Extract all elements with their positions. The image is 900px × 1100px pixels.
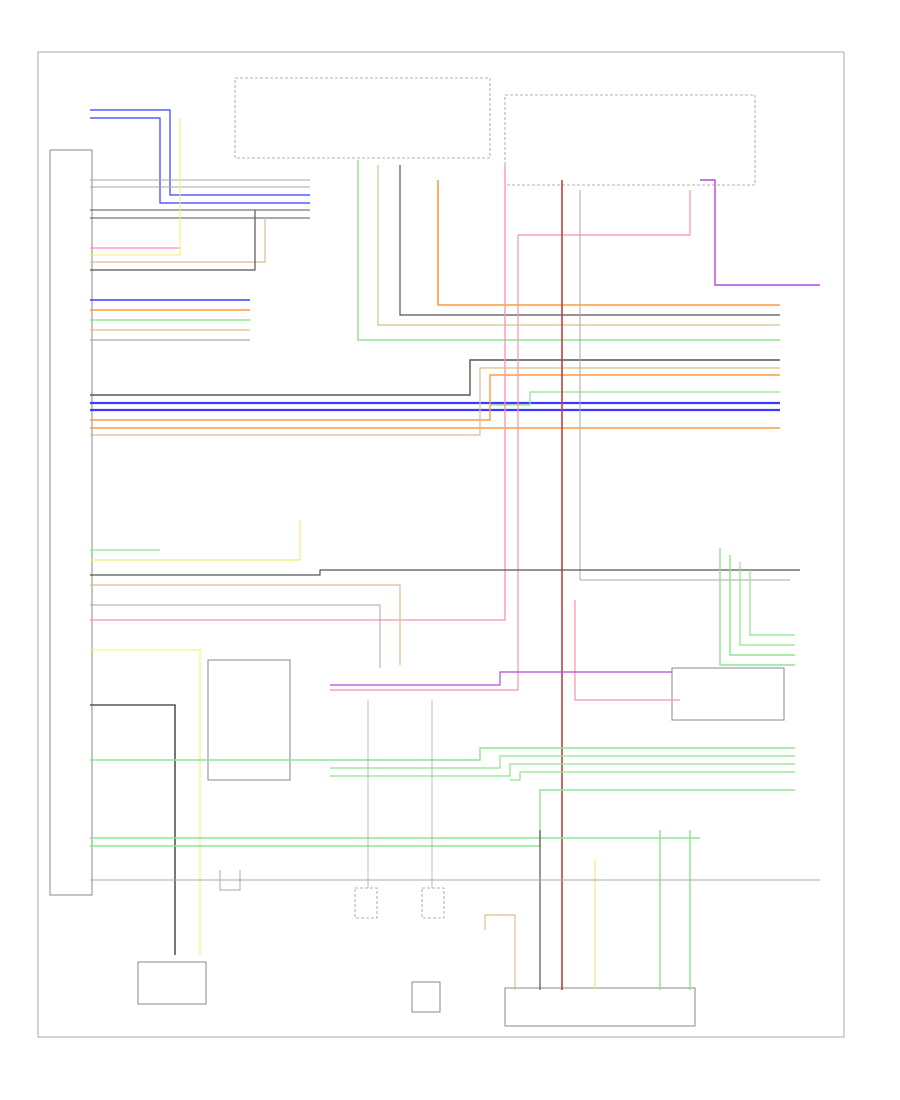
wire-yellow-radio <box>90 520 301 561</box>
wire-pink-down <box>330 235 519 691</box>
wire-tan-fuse <box>377 165 780 326</box>
diagram-frame <box>37 51 845 1038</box>
wire-gray-speaker <box>219 870 241 891</box>
wire-green-right-1 <box>719 548 795 666</box>
wire-group <box>90 109 820 990</box>
wire-yellow-top <box>90 118 181 256</box>
bottom-box-2 <box>354 887 378 919</box>
wire-green-rc-3 <box>330 763 795 777</box>
wire-green-bus <box>490 391 780 406</box>
wire-gray-radio <box>90 604 381 668</box>
wire-tan-radio <box>90 584 401 665</box>
wire-green-lower-2 <box>90 789 795 847</box>
wire-dark-fuse <box>399 165 780 316</box>
wire-orange-bus-1 <box>90 374 780 421</box>
radio-box <box>207 659 291 781</box>
wire-green-right-3 <box>739 562 795 646</box>
wire-dark-3 <box>90 210 256 271</box>
bottom-box-1 <box>411 981 441 1013</box>
wire-blue-2 <box>90 117 310 204</box>
wire-tan-cd <box>484 914 516 990</box>
wire-violet-low <box>330 671 672 686</box>
wire-pink-fuse-2 <box>518 190 691 236</box>
wire-dark-bus <box>90 359 780 396</box>
wire-pink-right <box>574 600 680 701</box>
wire-gray-right <box>579 190 790 581</box>
wire-blue-1 <box>90 109 310 196</box>
wire-green-rc-1 <box>90 747 795 761</box>
wire-green-fuse <box>357 160 780 341</box>
bottom-box-3 <box>421 887 445 919</box>
wire-dark-radio <box>90 569 800 576</box>
navigation-box <box>504 987 696 1027</box>
left-connector <box>49 149 93 896</box>
wire-tan-1 <box>90 218 266 263</box>
wire-violet <box>700 179 820 286</box>
wire-yellow-radio-2 <box>90 649 201 955</box>
wire-orange-fuse <box>437 180 780 306</box>
wire-green-right-2 <box>729 555 795 656</box>
wire-green-right-4 <box>749 570 795 636</box>
wire-dark-radio-2 <box>90 704 176 955</box>
wire-green-rc-4 <box>510 771 795 781</box>
wire-tan-bus <box>90 367 780 436</box>
cd-changer-box <box>671 667 785 721</box>
fuse-box-left <box>234 77 491 159</box>
rear-speaker-box <box>137 961 207 1005</box>
fuse-box-right <box>504 94 756 186</box>
wire-pink-fuse-1 <box>90 165 506 621</box>
wire-green-rc-2 <box>330 755 795 769</box>
